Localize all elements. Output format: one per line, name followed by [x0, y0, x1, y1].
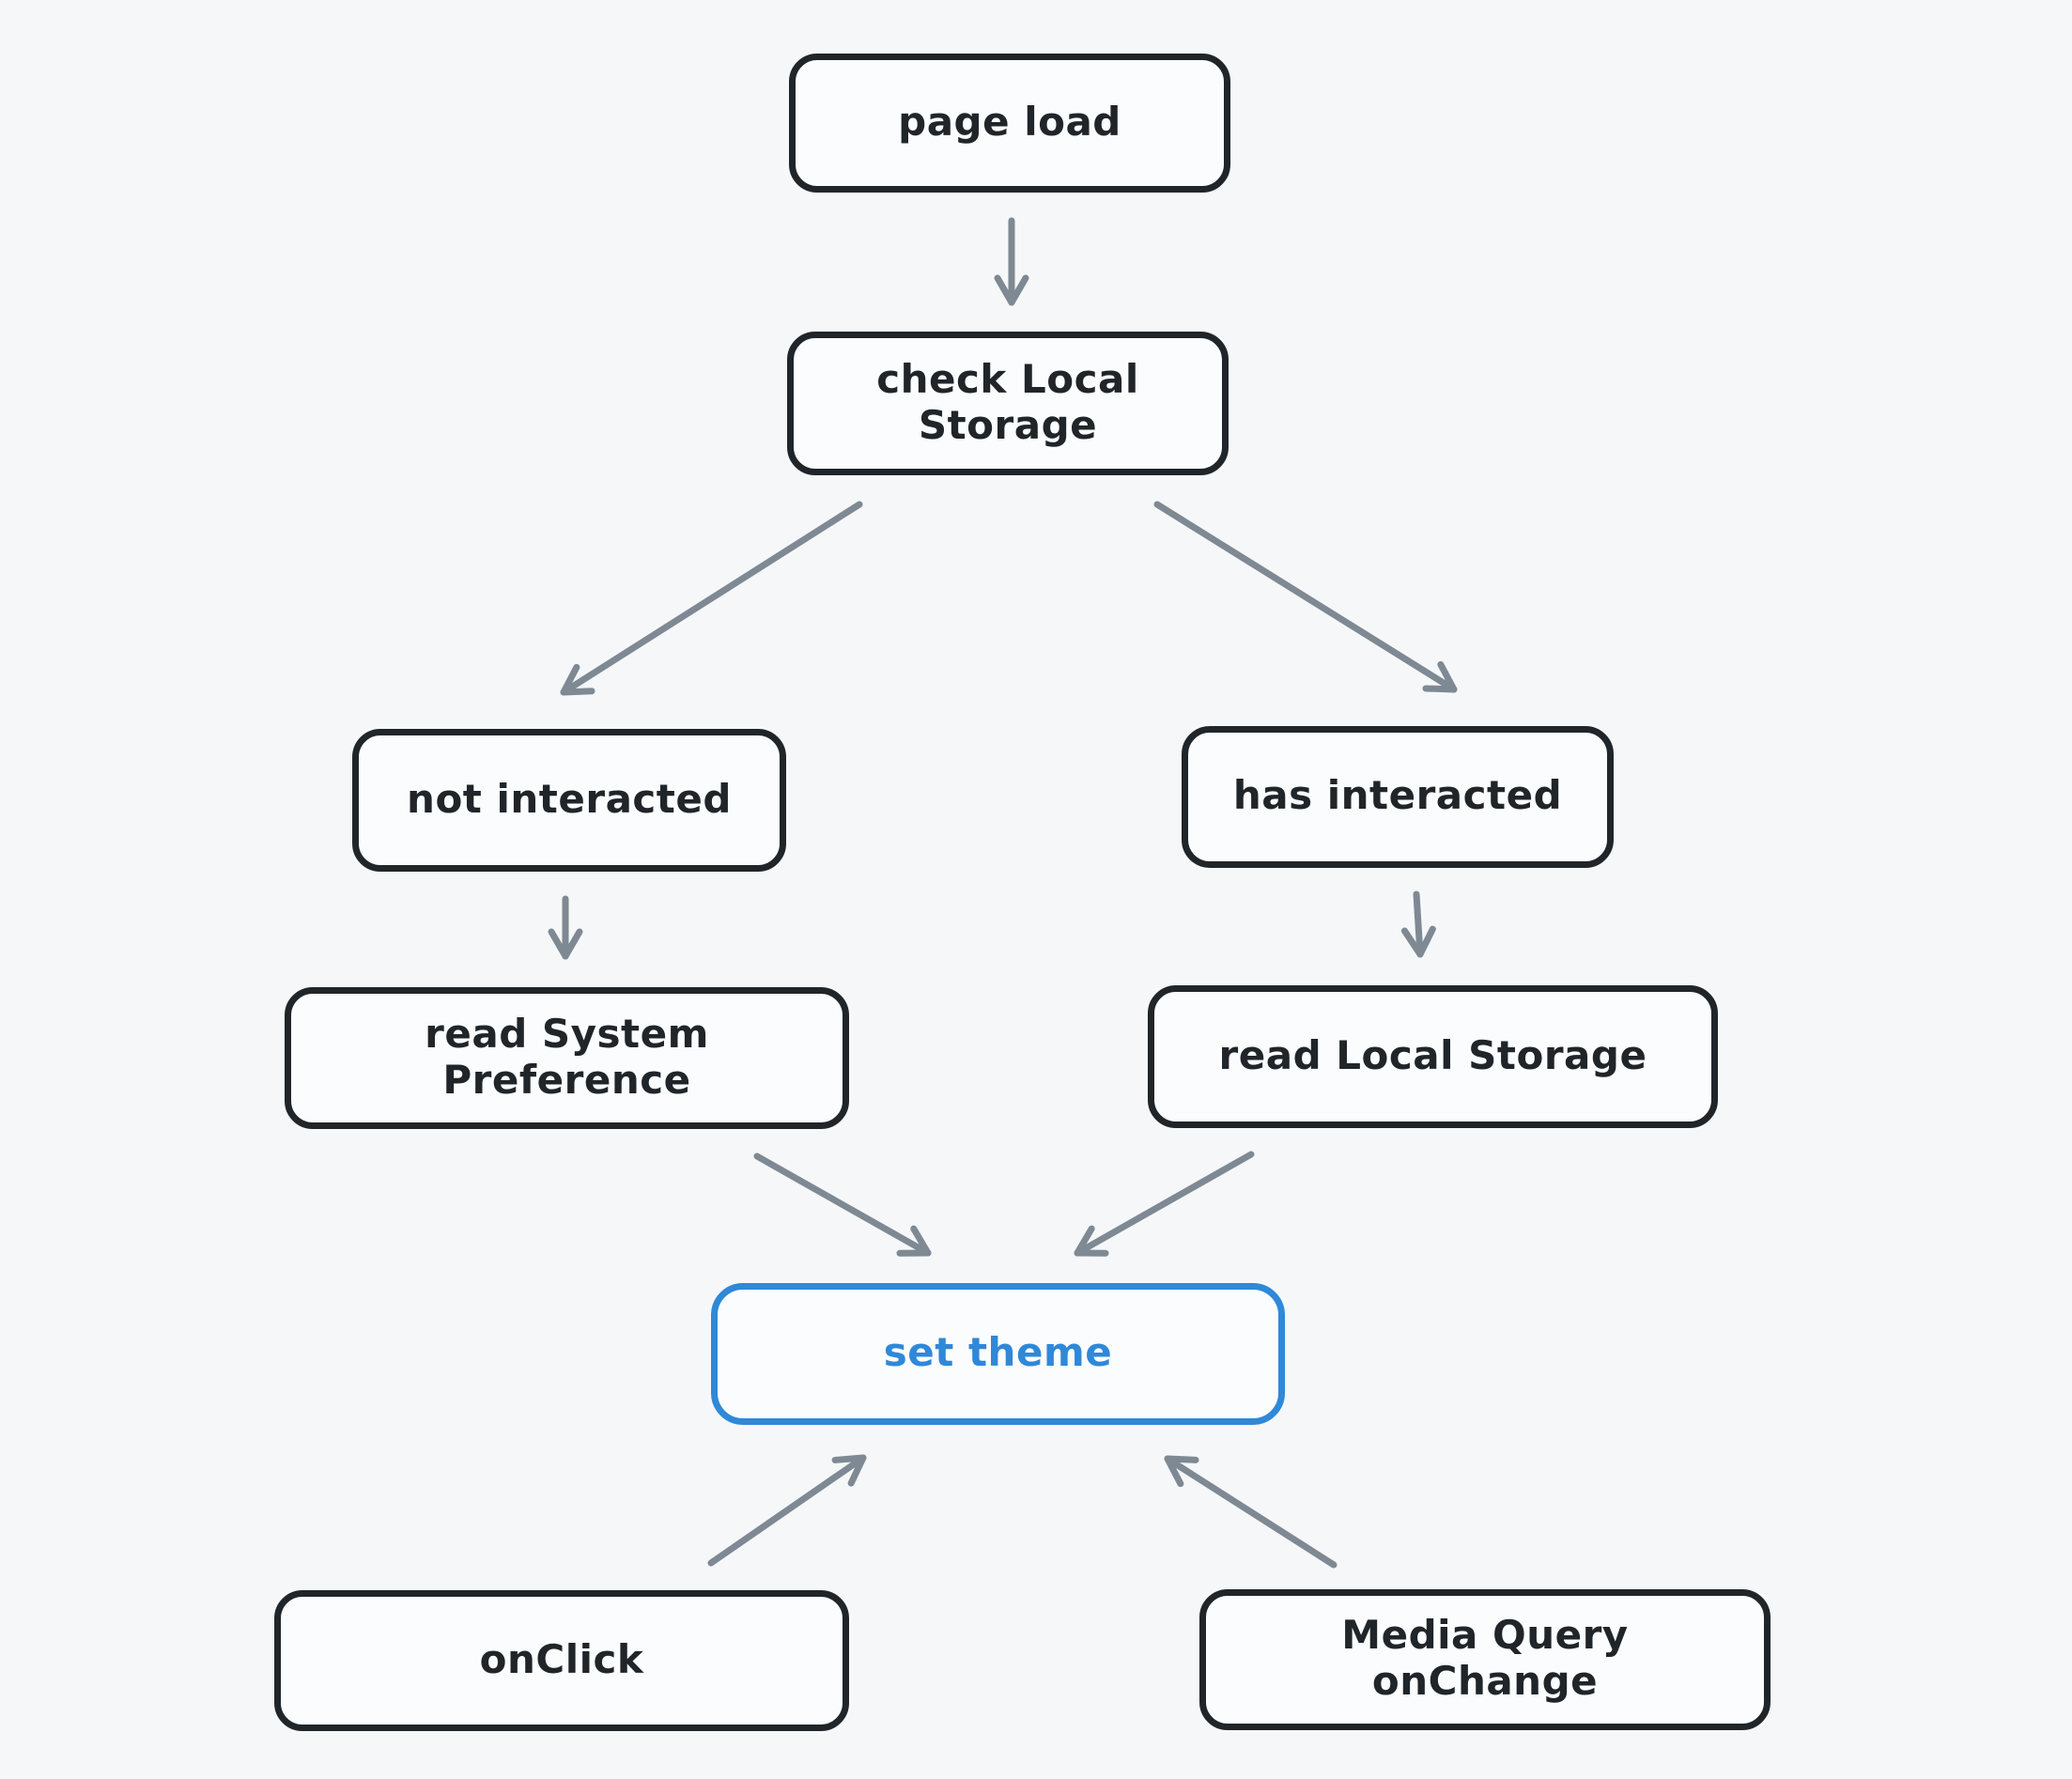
node-media-query-onchange: Media Query onChange	[1199, 1589, 1770, 1730]
node-read-system-preference: read System Preference	[285, 987, 849, 1129]
node-label: read System Preference	[425, 1010, 709, 1103]
node-not-interacted: not interacted	[352, 729, 786, 872]
node-label: read Local Storage	[1218, 1031, 1647, 1078]
arrow-check-local-storage-to-has-interacted	[1153, 501, 1458, 693]
node-label: not interacted	[407, 775, 732, 822]
node-page-load: page load	[789, 54, 1230, 193]
node-label: check Local Storage	[876, 355, 1139, 448]
node-label: page load	[898, 98, 1121, 145]
node-label: set theme	[883, 1329, 1113, 1375]
node-label: onClick	[479, 1635, 644, 1682]
node-set-theme: set theme	[711, 1283, 1285, 1425]
node-onclick: onClick	[274, 1590, 849, 1731]
node-read-local-storage: read Local Storage	[1148, 985, 1718, 1128]
node-label: has interacted	[1232, 772, 1563, 818]
arrow-onclick-to-set-theme	[707, 1454, 867, 1567]
arrow-has-interacted-to-read-local-storage	[1400, 890, 1436, 958]
arrow-media-query-onchange-to-set-theme	[1164, 1455, 1338, 1569]
arrow-check-local-storage-to-not-interacted	[560, 501, 863, 696]
node-check-local-storage: check Local Storage	[787, 332, 1229, 475]
node-has-interacted: has interacted	[1182, 726, 1614, 868]
arrow-read-system-preference-to-set-theme	[753, 1152, 932, 1257]
node-label: Media Query onChange	[1341, 1612, 1629, 1704]
arrow-read-local-storage-to-set-theme	[1074, 1151, 1255, 1257]
